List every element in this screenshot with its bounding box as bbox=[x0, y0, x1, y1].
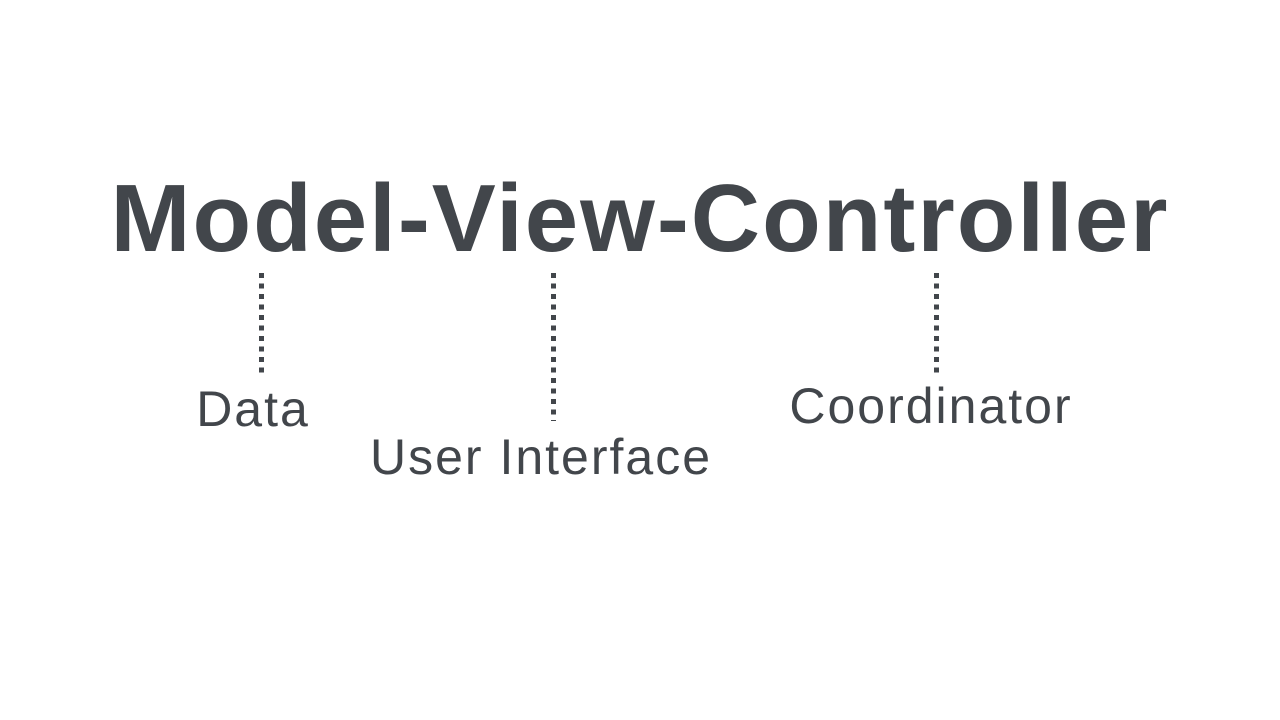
annotation-label-view: User Interface bbox=[369, 429, 713, 485]
dotted-connector-controller bbox=[934, 273, 939, 373]
dotted-connector-model bbox=[259, 273, 264, 373]
annotation-label-controller: Coordinator bbox=[789, 378, 1073, 434]
annotation-label-model: Data bbox=[196, 381, 310, 437]
dotted-connector-view bbox=[551, 273, 556, 421]
slide-title: Model-View-Controller bbox=[110, 165, 1170, 272]
